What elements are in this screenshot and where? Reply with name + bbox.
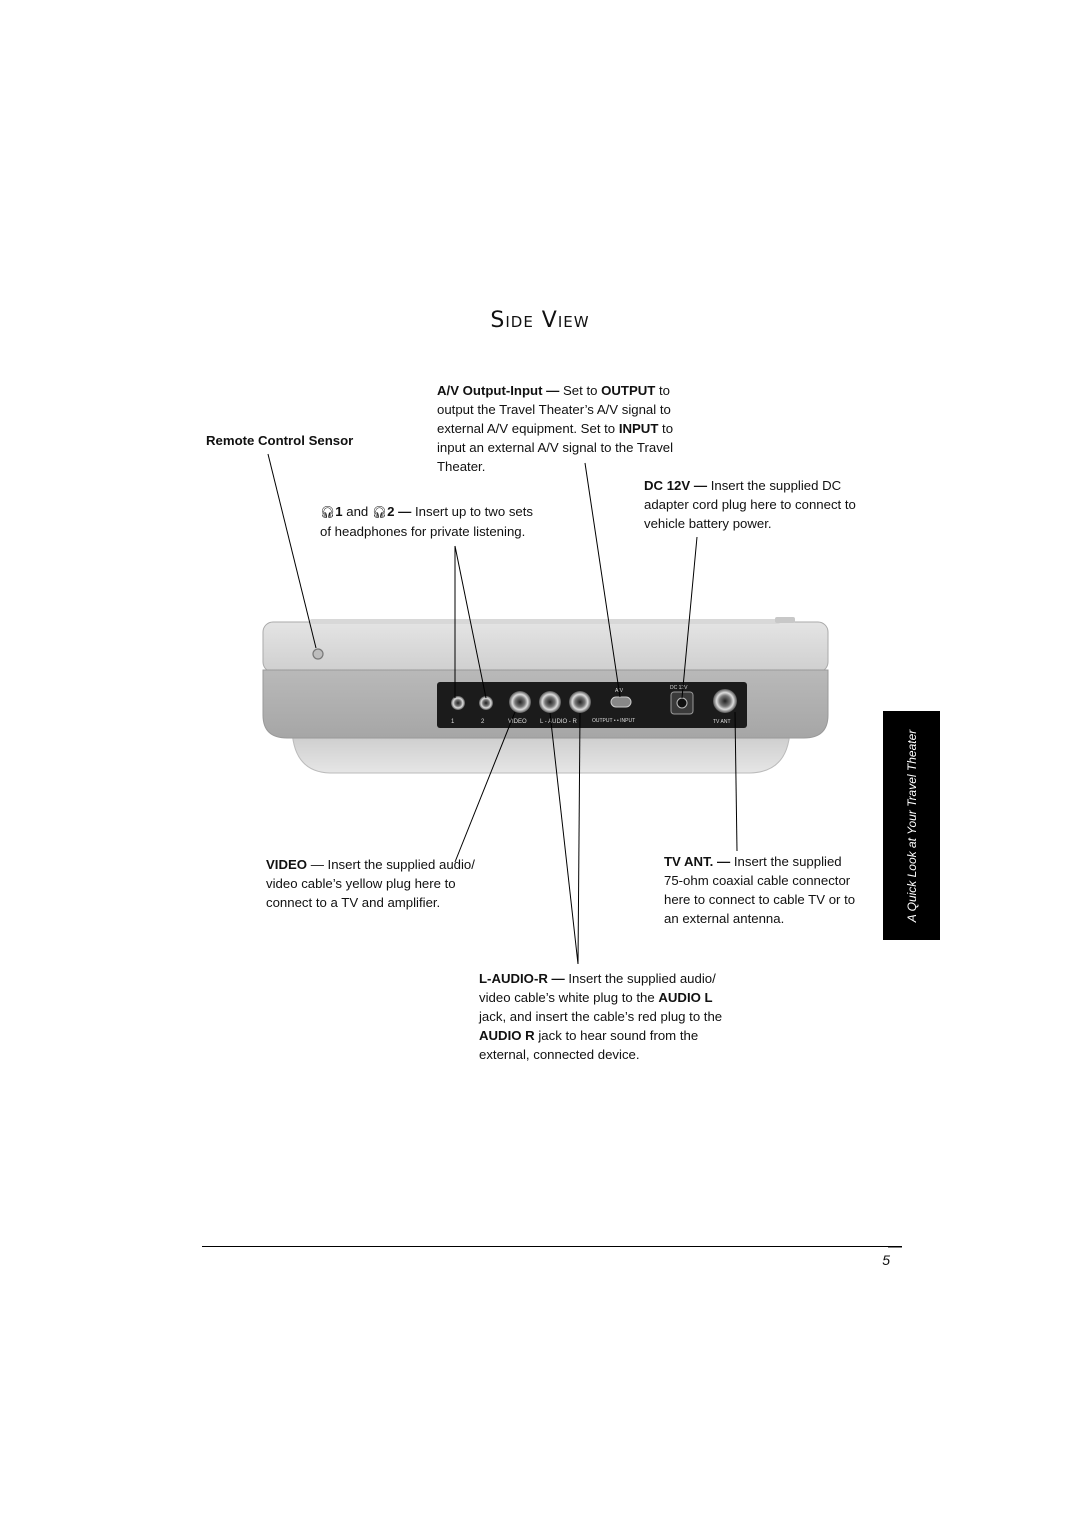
device-base xyxy=(291,729,791,774)
headphones-text-1: Insert up to two sets xyxy=(411,504,534,519)
av-output-text-1a: Set to xyxy=(559,383,602,398)
dc12v-text-1: Insert the supplied DC xyxy=(707,478,842,493)
av-output-text-1c: to xyxy=(655,383,671,398)
video-jack-icon xyxy=(509,691,531,713)
laudio-callout: L-AUDIO-R — Insert the supplied audio/ v… xyxy=(479,969,769,1064)
panel-dc-label: DC 12V xyxy=(670,685,688,691)
panel-audio-label: L - AUDIO - R xyxy=(540,719,577,725)
dc12v-callout: DC 12V — Insert the supplied DC adapter … xyxy=(644,476,894,533)
panel-output-input-label: OUTPUT • • INPUT xyxy=(592,718,635,724)
video-callout: VIDEO — Insert the supplied audio/ video… xyxy=(266,855,526,912)
headphone-icon: 🎧︎ xyxy=(320,505,336,519)
av-output-text-1b: OUTPUT xyxy=(601,383,656,398)
remote-sensor-icon xyxy=(312,648,324,660)
panel-hp2-label: 2 xyxy=(481,719,485,725)
av-output-text-5: Theater. xyxy=(437,459,486,474)
dc-jack-hole-icon xyxy=(676,697,688,709)
headphone-icon: 🎧︎ xyxy=(371,505,388,519)
page-number: 5 xyxy=(882,1252,890,1268)
av-output-text-2: output the Travel Theater’s A/V signal t… xyxy=(437,402,671,417)
section-side-tab-text: A Quick Look at Your Travel Theater xyxy=(904,729,919,922)
laudio-label: L-AUDIO-R — xyxy=(479,971,565,986)
leader-line-dc xyxy=(681,536,698,699)
headphones-n1: 1 xyxy=(335,504,343,519)
laudio-text-5: external, connected device. xyxy=(479,1047,640,1062)
dc12v-text-3: vehicle battery power. xyxy=(644,516,772,531)
headphones-and: and xyxy=(342,504,372,519)
av-output-callout: A/V Output-Input — Set to OUTPUT to outp… xyxy=(437,381,727,476)
tvant-text-4: an external antenna. xyxy=(664,911,785,926)
laudio-text-3: jack, and insert the cable’s red plug to… xyxy=(479,1009,723,1024)
device-clip xyxy=(775,617,795,623)
page-title: Side View xyxy=(490,308,590,333)
laudio-text-2a: video cable’s white plug to the xyxy=(479,990,659,1005)
video-text-3: connect to a TV and amplifier. xyxy=(266,895,441,910)
leader-line-audio-r xyxy=(577,712,581,965)
headphones-text-2: of headphones for private listening. xyxy=(320,524,526,539)
tvant-label: TV ANT. — xyxy=(664,854,731,869)
laudio-text-4a: AUDIO R xyxy=(479,1028,535,1043)
leader-line-remote xyxy=(267,453,317,649)
laudio-text-1: Insert the supplied audio/ xyxy=(564,971,716,986)
tvant-text-1: Insert the supplied xyxy=(730,854,842,869)
footer-line-drawn xyxy=(202,1246,902,1247)
headphones-callout: 🎧︎1 and 🎧︎2 — Insert up to two sets of h… xyxy=(320,502,570,541)
section-side-tab: A Quick Look at Your Travel Theater xyxy=(883,711,940,940)
panel-hp1-label: 1 xyxy=(451,719,455,725)
leader-line-hp2 xyxy=(454,545,487,699)
laudio-text-2b: AUDIO L xyxy=(658,990,713,1005)
av-output-text-3b: INPUT xyxy=(618,421,659,436)
panel-tvant-label: TV ANT xyxy=(713,719,731,725)
av-switch-icon xyxy=(610,696,632,708)
av-output-text-4: input an external A/V signal to the Trav… xyxy=(437,440,674,455)
tvant-text-2: 75-ohm coaxial cable connector xyxy=(664,873,851,888)
audio-r-jack-icon xyxy=(569,691,591,713)
headphones-n2: 2 — xyxy=(387,504,412,519)
headphone-jack-2-icon xyxy=(479,696,493,710)
video-text-1: — Insert the supplied audio/ xyxy=(307,857,475,872)
av-output-label: A/V Output-Input — xyxy=(437,383,560,398)
headphone-jack-1-icon xyxy=(451,696,465,710)
device-ridge xyxy=(310,619,780,624)
tvant-callout: TV ANT. — Insert the supplied 75-ohm coa… xyxy=(664,852,884,928)
laudio-text-4b: jack to hear sound from the xyxy=(534,1028,699,1043)
device-top xyxy=(262,621,829,673)
tvant-text-3: here to connect to cable TV or to xyxy=(664,892,856,907)
tv-antenna-jack-icon xyxy=(713,689,737,713)
av-output-text-3c: to xyxy=(658,421,674,436)
remote-sensor-label: Remote Control Sensor xyxy=(206,433,354,448)
dc12v-label: DC 12V — xyxy=(644,478,708,493)
panel-video-label: VIDEO xyxy=(508,719,527,725)
av-output-text-3a: external A/V equipment. Set to xyxy=(437,421,619,436)
dc12v-text-2: adapter cord plug here to connect to xyxy=(644,497,856,512)
video-text-2: video cable’s yellow plug here to xyxy=(266,876,456,891)
video-label: VIDEO xyxy=(266,857,308,872)
audio-l-jack-icon xyxy=(539,691,561,713)
leader-line-av xyxy=(584,462,621,698)
leader-line-video xyxy=(454,711,516,863)
leader-line-audio-l xyxy=(549,712,579,965)
leader-line-tvant xyxy=(734,711,738,852)
